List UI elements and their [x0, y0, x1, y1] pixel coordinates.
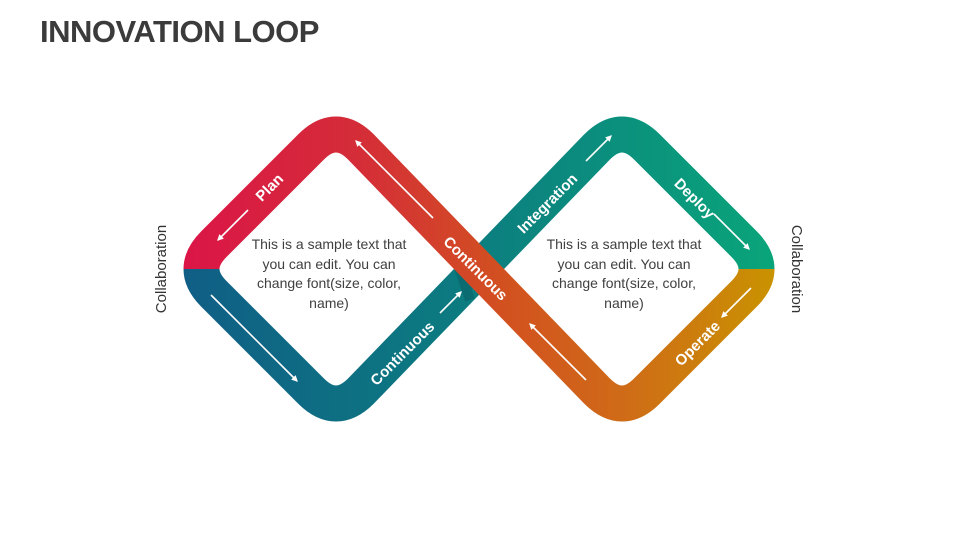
arrow-icon [439, 291, 462, 314]
page-title: INNOVATION LOOP [40, 14, 319, 49]
arrow-icon [721, 287, 752, 318]
collaboration-left: Collaboration [153, 225, 170, 313]
left-body-text: This is a sample text that you can edit.… [251, 236, 407, 311]
arrow-icon [529, 323, 587, 381]
arrow-icon [217, 209, 249, 241]
arrow-icon [585, 135, 612, 162]
collaboration-right: Collaboration [788, 225, 805, 313]
warm-loop-band [183, 116, 775, 422]
arrow-icon [355, 140, 434, 219]
arrow-icon [210, 294, 298, 382]
right-body-text: This is a sample text that you can edit.… [546, 236, 702, 311]
arrow-icon [713, 213, 750, 250]
